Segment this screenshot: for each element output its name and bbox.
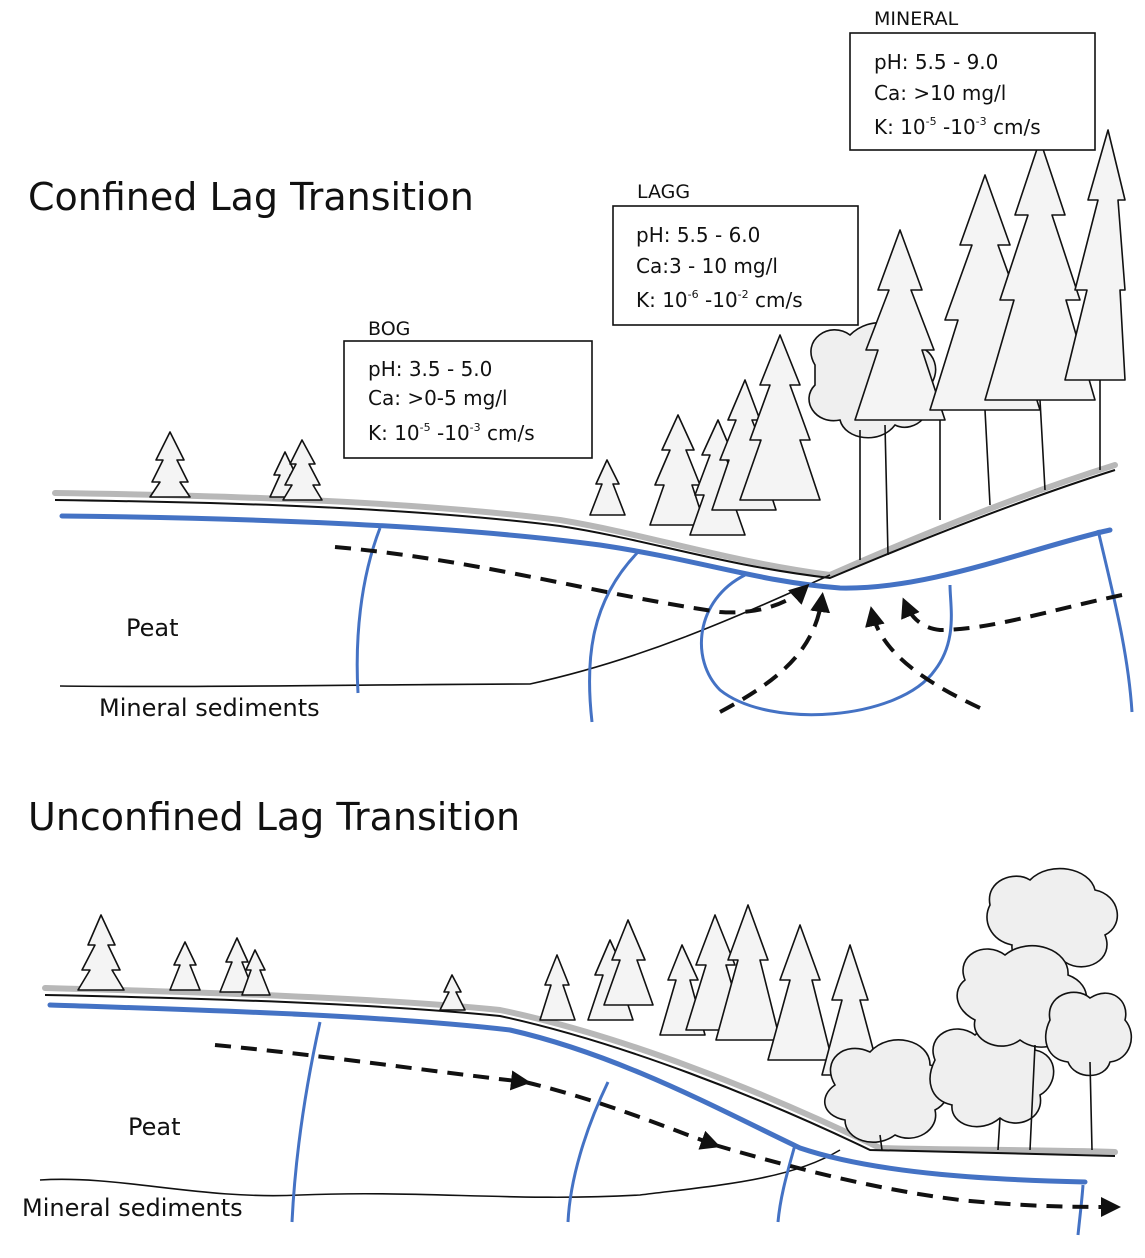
flow-arrow (719, 592, 831, 714)
tree-icon (77, 914, 466, 1011)
unconfined-flow-arrows (214, 1043, 1121, 1217)
equipotential-line (355, 527, 382, 694)
bog-ca: Ca: >0-5 mg/l (368, 386, 508, 410)
bog-k-exp2: -3 (470, 421, 481, 434)
unconfined-ground-surface (44, 994, 1116, 1157)
bog-ph: pH: 3.5 - 5.0 (368, 357, 492, 381)
flow-arrow (901, 593, 1123, 633)
tree-icon (589, 459, 626, 516)
bog-zone-label: BOG (368, 318, 410, 340)
mineral-zone-label: MINERAL (874, 8, 959, 30)
unconfined-panel: Unconfined Lag Transition (22, 795, 1133, 1236)
confined-water-table (59, 513, 1113, 591)
tree-icon (149, 431, 191, 498)
tree-icon (824, 867, 1133, 1151)
mineral-info: MINERAL pH: 5.5 - 9.0 Ca: >10 mg/l K: 10… (849, 8, 1096, 151)
tree-icon (269, 439, 323, 501)
confined-flow-arrows (334, 545, 1123, 714)
equipotential-line (290, 1021, 322, 1223)
lagg-info-box (612, 205, 859, 326)
equipotential-line (699, 573, 953, 717)
lagg-ca: Ca:3 - 10 mg/l (636, 254, 778, 278)
confined-panel: Confined Lag Transition (28, 8, 1134, 723)
flow-arrow (865, 606, 981, 710)
mineral-info-box (849, 32, 1096, 151)
confined-title: Confined Lag Transition (28, 175, 474, 219)
confined-sediment-label: Mineral sediments (99, 694, 320, 722)
equipotential-line (1096, 529, 1134, 713)
flow-arrow (334, 545, 810, 615)
mineral-k-unit: cm/s (987, 115, 1041, 139)
lagg-info: LAGG pH: 5.5 - 6.0 Ca:3 - 10 mg/l K: 10-… (612, 181, 859, 326)
lagg-k-exp1: -6 (688, 288, 699, 301)
unconfined-water-table (47, 1002, 1088, 1185)
unconfined-title: Unconfined Lag Transition (28, 795, 520, 839)
confined-ground-surface-shade (52, 462, 1118, 579)
flow-arrow (714, 1143, 1121, 1217)
unconfined-vegetation (77, 867, 1133, 1151)
bog-info: BOG pH: 3.5 - 5.0 Ca: >0-5 mg/l K: 10-5 … (343, 318, 593, 459)
confined-ground-surface (54, 469, 1116, 580)
equipotential-line (566, 1081, 610, 1223)
bog-info-box (343, 340, 593, 459)
lagg-k-unit: cm/s (749, 288, 803, 312)
confined-vegetation (149, 129, 1126, 560)
equipotential-line (587, 548, 642, 723)
lagg-k-mid: -10 (699, 288, 738, 312)
confined-peat-mineral-contact (59, 574, 831, 688)
mineral-k-exp1: -5 (926, 115, 937, 128)
unconfined-sediment-label: Mineral sediments (22, 1194, 243, 1222)
lagg-k: K: 10-6 -10-2 cm/s (636, 288, 803, 312)
confined-equipotential-lines (355, 527, 1134, 723)
unconfined-peat-mineral-contact (39, 1149, 841, 1199)
lagg-k-exp2: -2 (738, 288, 749, 301)
equipotential-line (776, 1144, 797, 1223)
flow-arrow (214, 1043, 531, 1091)
tree-icon (854, 129, 1126, 520)
bog-k-unit: cm/s (481, 421, 535, 445)
lagg-ph: pH: 5.5 - 6.0 (636, 223, 760, 247)
bog-k-prefix: K: 10 (368, 421, 420, 445)
bog-k: K: 10-5 -10-3 cm/s (368, 421, 535, 445)
bog-k-mid: -10 (431, 421, 470, 445)
unconfined-peat-label: Peat (128, 1113, 181, 1141)
flow-arrow (524, 1080, 721, 1150)
confined-peat-label: Peat (126, 614, 179, 642)
lagg-k-prefix: K: 10 (636, 288, 688, 312)
equipotential-line (1076, 1184, 1085, 1236)
bog-k-exp1: -5 (420, 421, 431, 434)
mineral-k-prefix: K: 10 (874, 115, 926, 139)
tree-icon (649, 334, 821, 536)
mineral-k-exp2: -3 (976, 115, 987, 128)
mineral-ph: pH: 5.5 - 9.0 (874, 50, 998, 74)
mineral-k: K: 10-5 -10-3 cm/s (874, 115, 1041, 139)
mineral-ca: Ca: >10 mg/l (874, 81, 1006, 105)
tree-icon (539, 904, 881, 1076)
mineral-k-mid: -10 (937, 115, 976, 139)
lagg-zone-label: LAGG (637, 181, 690, 203)
